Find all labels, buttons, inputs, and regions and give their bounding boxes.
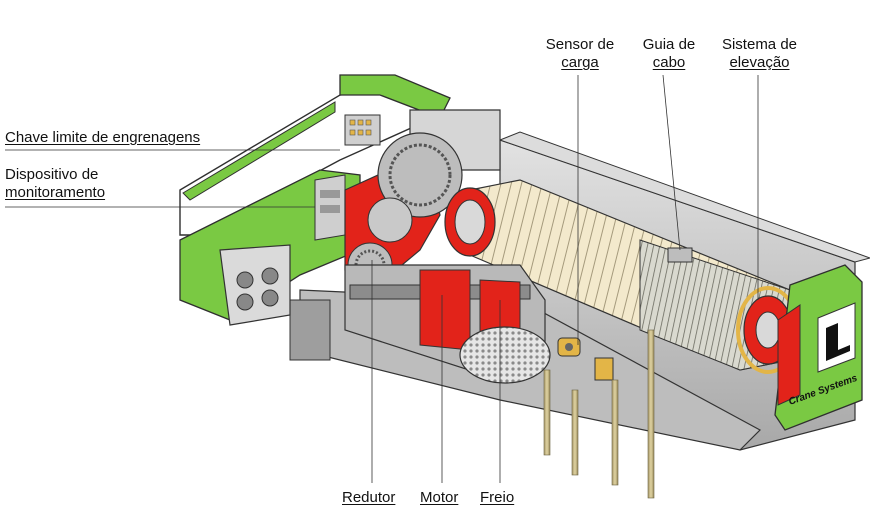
switch-contacts — [349, 119, 372, 136]
label-load-sensor-line1: Sensor de — [545, 36, 615, 53]
motor-assembly — [344, 264, 551, 384]
leader-lines — [5, 74, 759, 483]
label-rope-guide: Guia de cabo — [634, 36, 704, 72]
load-sensor — [557, 337, 614, 381]
rope-drum — [444, 179, 800, 374]
hoist-ropes — [543, 329, 655, 499]
label-brake: Freio — [480, 489, 515, 506]
label-hoist-system-line2: elevação — [729, 54, 790, 71]
label-rope-guide-line2: cabo — [652, 54, 686, 71]
label-load-sensor: Sensor de carga — [540, 36, 620, 72]
monitoring-device — [314, 174, 346, 241]
label-hoist-system-line1: Sistema de — [721, 36, 798, 53]
label-monitoring-device-line2: monitoramento — [5, 184, 106, 201]
label-rope-guide-line1: Guia de — [642, 36, 696, 53]
brake-fan-cover — [459, 326, 551, 384]
end-cover: Crane Systems — [774, 264, 863, 431]
rope-guide-block — [667, 247, 693, 263]
label-gear-limit-switch: Chave limite de engrenagens — [5, 129, 201, 146]
label-motor: Motor — [420, 489, 459, 506]
label-reducer: Redutor — [342, 489, 396, 506]
label-monitoring-device-line1: Dispositivo de — [5, 166, 99, 183]
label-hoist-system: Sistema de elevação — [712, 36, 807, 72]
reducer-gearbox — [344, 132, 463, 288]
terminal-box — [219, 244, 291, 326]
label-monitoring-device: Dispositivo de monitoramento — [5, 166, 105, 202]
label-load-sensor-line2: carga — [561, 54, 599, 71]
